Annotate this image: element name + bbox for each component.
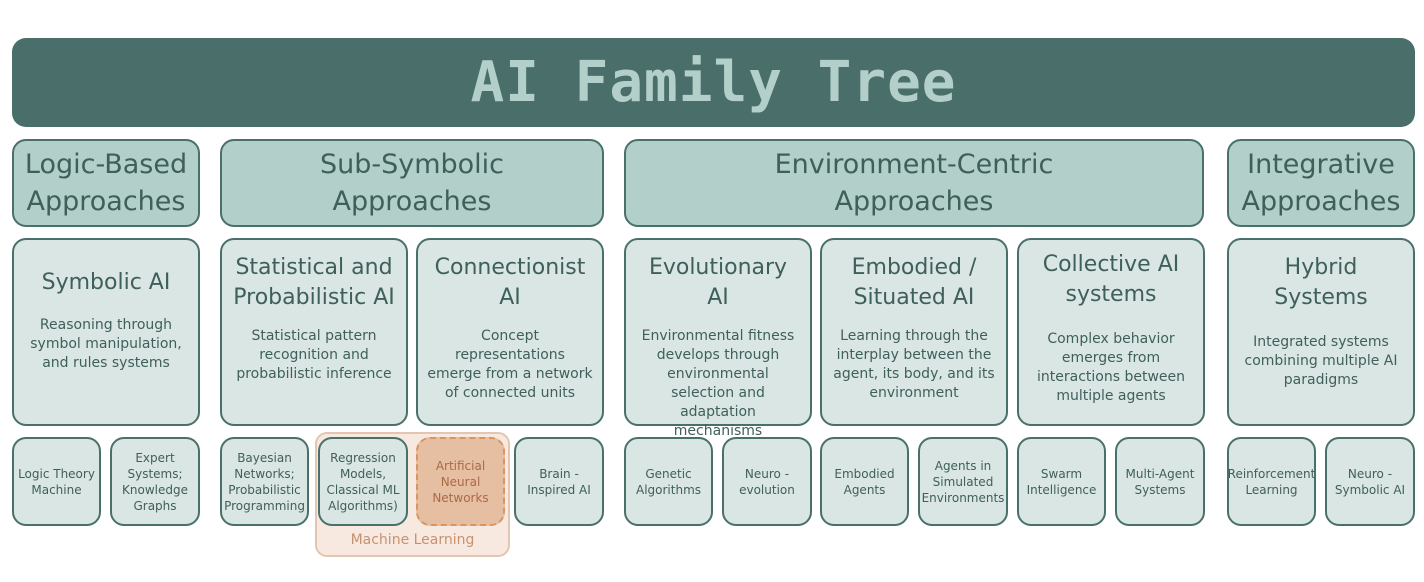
leaf-embodied-agents: Embodied Agents: [820, 437, 909, 526]
paradigm-title: Evolutionary AI: [648, 255, 788, 310]
category-sub-symbolic: Sub-Symbolic Approaches: [220, 139, 604, 227]
paradigm-description: Statistical pattern recognition and prob…: [236, 328, 392, 382]
leaf-reinforcement-learning: Reinforcement Learning: [1227, 437, 1316, 526]
paradigm-description: Environmental fitness develops through e…: [641, 328, 795, 439]
title-bar: AI Family Tree: [12, 38, 1415, 127]
leaf-neuroevolution: Neuro - evolution: [722, 437, 812, 526]
diagram-title: AI Family Tree: [470, 50, 957, 115]
leaf-label: Neuro - Symbolic AI: [1334, 466, 1406, 497]
leaf-label: Artificial Neural Networks: [432, 458, 489, 505]
paradigm-collective-ai: Collective AI systems Complex behavior e…: [1017, 238, 1205, 426]
paradigm-title: Embodied / Situated AI: [851, 255, 977, 310]
paradigm-description: Concept representations emerge from a ne…: [427, 328, 593, 401]
leaf-label: Neuro - evolution: [739, 466, 795, 497]
paradigm-evolutionary-ai: Evolutionary AI Environmental fitness de…: [624, 238, 812, 439]
leaf-regression-models: Regression Models, Classical ML Algorith…: [318, 437, 408, 526]
leaf-label: Expert Systems; Knowledge Graphs: [122, 450, 188, 513]
paradigm-description: Integrated systems combining multiple AI…: [1244, 334, 1398, 388]
paradigm-description: Reasoning through symbol manipulation, a…: [30, 317, 182, 371]
paradigm-statistical-ai: Statistical and Probabilistic AI Statist…: [220, 238, 408, 426]
paradigm-title: Connectionist AI: [434, 255, 586, 310]
category-logic-based: Logic-Based Approaches: [12, 139, 200, 227]
leaf-label: Agents in Simulated Environments: [921, 458, 1005, 505]
paradigm-title: Symbolic AI: [41, 270, 171, 295]
leaf-logic-theory-machine: Logic Theory Machine: [12, 437, 101, 526]
category-integrative: Integrative Approaches: [1227, 139, 1415, 227]
paradigm-title: Statistical and Probabilistic AI: [233, 255, 395, 310]
leaf-swarm-intelligence: Swarm Intelligence: [1017, 437, 1106, 526]
leaf-label: Brain - Inspired AI: [527, 466, 591, 497]
leaf-expert-systems: Expert Systems; Knowledge Graphs: [110, 437, 200, 526]
leaf-label: Embodied Agents: [834, 466, 895, 497]
paradigm-description: Complex behavior emerges from interactio…: [1037, 331, 1185, 404]
leaf-agents-simulated-environments: Agents in Simulated Environments: [918, 437, 1008, 526]
leaf-brain-inspired-ai: Brain - Inspired AI: [514, 437, 604, 526]
leaf-label: Bayesian Networks; Probabilistic Program…: [224, 450, 305, 513]
category-label: Integrative Approaches: [1241, 149, 1401, 217]
leaf-multi-agent-systems: Multi-Agent Systems: [1115, 437, 1205, 526]
category-label: Logic-Based Approaches: [24, 149, 188, 217]
category-label: Sub-Symbolic Approaches: [319, 149, 505, 217]
paradigm-title: Hybrid Systems: [1274, 255, 1368, 310]
paradigm-title: Collective AI systems: [1042, 252, 1180, 307]
leaf-label: Swarm Intelligence: [1026, 466, 1097, 497]
paradigm-embodied-ai: Embodied / Situated AI Learning through …: [820, 238, 1008, 426]
category-environment-centric: Environment-Centric Approaches: [624, 139, 1204, 227]
leaf-label: Multi-Agent Systems: [1125, 466, 1195, 497]
leaf-label: Reinforcement Learning: [1227, 466, 1316, 497]
paradigm-hybrid-systems: Hybrid Systems Integrated systems combin…: [1227, 238, 1415, 426]
paradigm-description: Learning through the interplay between t…: [833, 328, 995, 401]
leaf-label: Genetic Algorithms: [635, 466, 702, 497]
leaf-label: Logic Theory Machine: [18, 466, 95, 497]
leaf-artificial-neural-networks: Artificial Neural Networks: [416, 437, 505, 526]
leaf-neuro-symbolic-ai: Neuro - Symbolic AI: [1325, 437, 1415, 526]
paradigm-symbolic-ai: Symbolic AI Reasoning through symbol man…: [12, 238, 200, 426]
leaf-bayesian-networks: Bayesian Networks; Probabilistic Program…: [220, 437, 309, 526]
category-label: Environment-Centric Approaches: [774, 149, 1054, 217]
leaf-label: Regression Models, Classical ML Algorith…: [326, 450, 400, 513]
machine-learning-label: Machine Learning: [350, 532, 475, 548]
paradigm-connectionist-ai: Connectionist AI Concept representations…: [416, 238, 604, 426]
leaf-genetic-algorithms: Genetic Algorithms: [624, 437, 713, 526]
